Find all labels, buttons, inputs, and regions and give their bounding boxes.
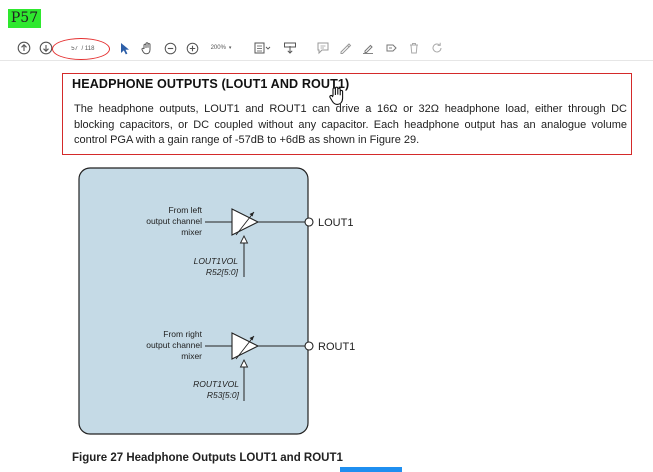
arrow-down-icon[interactable] — [38, 40, 54, 56]
page-total: 118 — [84, 46, 95, 52]
hand-cursor-icon — [327, 86, 345, 111]
right-pga-amplifier — [231, 332, 260, 360]
r53-label: R53[5:0] — [207, 390, 240, 400]
comment-icon[interactable] — [315, 40, 331, 56]
r52-label: R52[5:0] — [206, 267, 239, 277]
page-number-field[interactable]: / 118 — [52, 38, 110, 60]
left-pga-variable-arrow — [235, 211, 255, 236]
rout1vol-label: ROUT1VOL — [193, 379, 239, 389]
rout1-label: ROUT1 — [318, 341, 355, 353]
lout1-label: LOUT1 — [318, 217, 353, 229]
hand-pan-icon[interactable] — [139, 40, 155, 56]
annotation-highlight-box — [62, 73, 632, 155]
left-input-label-3: mixer — [181, 227, 202, 237]
page-badge: P57 — [8, 9, 41, 28]
left-input-label-2: output channel — [146, 216, 202, 226]
page-number-input[interactable] — [67, 44, 82, 54]
zoom-select[interactable]: 200%▾ — [206, 40, 236, 56]
arrow-up-icon[interactable] — [16, 40, 32, 56]
right-input-label-2: output channel — [146, 340, 202, 350]
stamp-icon[interactable] — [383, 40, 399, 56]
highlight-icon[interactable] — [337, 40, 353, 56]
right-input-label-3: mixer — [181, 351, 202, 361]
left-control-arrow — [239, 234, 249, 244]
zoom-in-icon[interactable] — [184, 40, 200, 56]
sign-icon[interactable] — [360, 40, 376, 56]
left-output-terminal — [304, 217, 314, 227]
left-input-label-1: From left — [168, 205, 202, 215]
pdf-toolbar: / 118 200%▾ — [0, 36, 653, 61]
lout1vol-label: LOUT1VOL — [194, 256, 239, 266]
left-pga-amplifier — [231, 208, 260, 236]
chevron-down-icon: ▾ — [228, 45, 232, 51]
right-pga-arrowhead — [249, 336, 254, 341]
rotate-icon[interactable] — [429, 40, 445, 56]
delete-icon[interactable] — [406, 40, 422, 56]
download-icon[interactable] — [282, 40, 298, 56]
page-separator: / — [81, 46, 84, 52]
body-paragraph: The headphone outputs, LOUT1 and ROUT1 c… — [74, 103, 627, 146]
section-heading: HEADPHONE OUTPUTS (LOUT1 AND ROUT1) — [72, 77, 350, 91]
right-control-arrow — [239, 358, 249, 368]
zoom-value: 200% — [210, 45, 226, 51]
headphone-block-diagram: From left output channel mixer LOUT1 LOU… — [78, 167, 355, 435]
right-output-terminal — [304, 341, 314, 351]
select-cursor-icon[interactable] — [118, 40, 132, 56]
zoom-out-icon[interactable] — [162, 40, 178, 56]
blue-edge-strip — [340, 467, 402, 472]
figure-caption: Figure 27 Headphone Outputs LOUT1 and RO… — [72, 452, 343, 464]
right-pga-variable-arrow — [235, 335, 255, 360]
left-pga-arrowhead — [249, 212, 254, 217]
fit-page-icon[interactable] — [252, 40, 272, 56]
diagram-block — [78, 167, 309, 435]
right-input-label-1: From right — [163, 329, 202, 339]
